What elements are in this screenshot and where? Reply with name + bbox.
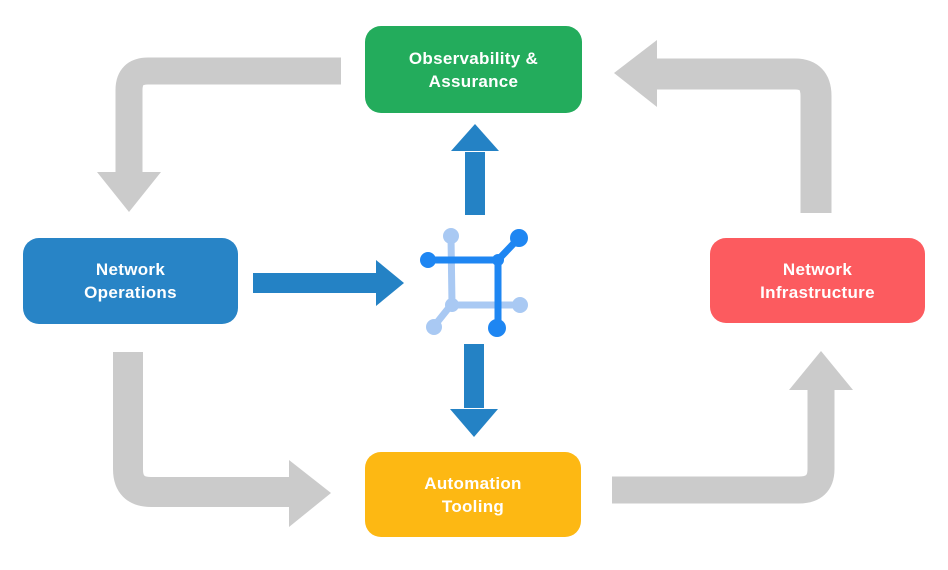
- node-label-line: Observability &: [408, 48, 539, 68]
- node-label-line: Network: [95, 260, 166, 279]
- node-label-line: Tooling: [441, 496, 505, 516]
- arrow-observability-to-operations: [97, 57, 341, 212]
- arrow-head-right-icon: [376, 260, 404, 306]
- network-fabric-icon: [420, 228, 528, 337]
- icon-node-dot: [488, 319, 506, 337]
- icon-node-dot: [426, 319, 442, 335]
- icon-line: [447, 233, 456, 308]
- arrow-head-up-icon: [451, 124, 499, 151]
- arrow-shaft: [612, 390, 835, 504]
- arrow-head-down-icon: [450, 409, 498, 437]
- node-network-infrastructure: Network Infrastructure: [710, 238, 925, 323]
- node-label-line: Network: [782, 259, 853, 279]
- icon-joint-dot: [445, 298, 459, 312]
- arrow-shaft: [657, 58, 832, 213]
- icon-node-dot: [420, 252, 436, 268]
- arrow-center-to-observability: [451, 124, 499, 215]
- node-automation-tooling: Automation Tooling: [365, 452, 581, 537]
- arrow-head-left-icon: [614, 40, 657, 107]
- node-label-line: Operations: [84, 283, 177, 302]
- node-label-line: Assurance: [428, 71, 519, 91]
- network-fabric-icon-light-layer: [426, 228, 528, 335]
- icon-node-dot: [512, 297, 528, 313]
- arrow-automation-to-infrastructure: [612, 351, 853, 504]
- network-fabric-icon-dark-layer: [420, 229, 528, 337]
- icon-node-dot: [510, 229, 528, 247]
- arrow-operations-to-automation: [113, 352, 331, 527]
- icon-joint-dot: [492, 254, 504, 266]
- arrow-shaft: [113, 352, 290, 507]
- node-label-line: Infrastructure: [760, 282, 875, 302]
- arrow-operations-to-center: [253, 260, 404, 306]
- arrow-infrastructure-to-observability: [614, 40, 832, 213]
- node-network-operations: Network Operations: [23, 238, 238, 324]
- arrow-head-up-icon: [789, 351, 853, 390]
- arrow-center-to-automation: [450, 344, 498, 437]
- arrow-head-right-icon: [289, 460, 331, 527]
- arrow-head-down-icon: [97, 172, 161, 212]
- arrow-shaft: [115, 57, 341, 173]
- node-label-line: Automation: [424, 473, 522, 493]
- node-observability-assurance: Observability & Assurance: [365, 26, 582, 113]
- icon-node-dot: [443, 228, 459, 244]
